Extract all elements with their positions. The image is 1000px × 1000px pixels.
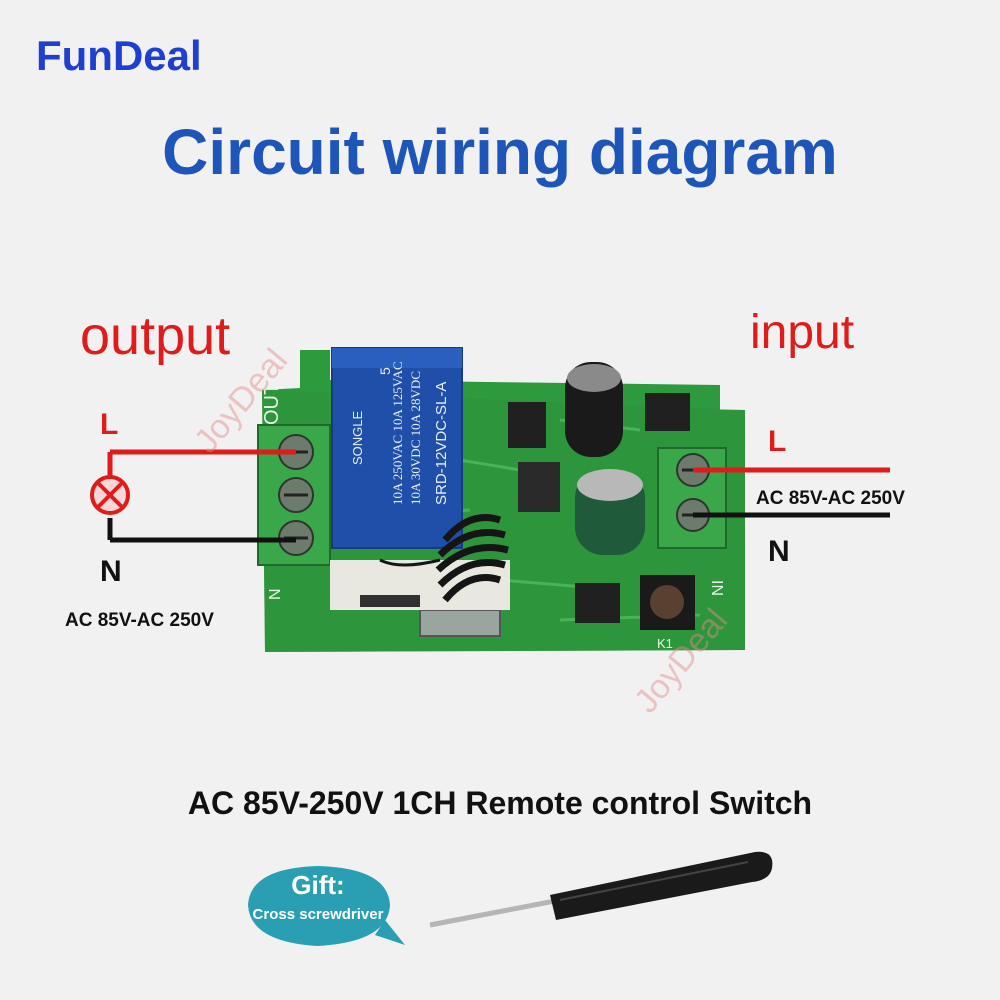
lamp-icon — [90, 475, 130, 515]
output-wires — [107, 449, 296, 543]
relay-model: SRD-12VDC-SL-A — [433, 382, 450, 505]
diagram-title: Circuit wiring diagram — [162, 116, 838, 188]
components — [330, 393, 690, 637]
relay-rating-1: 10A 250VAC 10A 125VAC — [390, 361, 405, 505]
silk-n: N — [267, 588, 284, 600]
silk-out: OUT — [261, 383, 283, 425]
tactile-button: K1 — [640, 575, 695, 651]
relay-rating-2: 10A 30VDC 10A 28VDC — [408, 371, 423, 505]
brand-logo: FunDeal — [36, 32, 202, 79]
gift-subtitle: Cross screwdriver — [252, 906, 384, 923]
input-terminal-block — [657, 447, 727, 549]
input-neutral-label: N — [768, 535, 790, 568]
input-voltage: AC 85V-AC 250V — [756, 488, 905, 509]
silk-in: IN — [708, 580, 725, 596]
output-voltage: AC 85V-AC 250V — [65, 610, 214, 631]
antenna-coil — [379, 514, 509, 603]
product-title: AC 85V-250V 1CH Remote control Switch — [187, 785, 813, 821]
relay-brand: SONGLE — [350, 410, 365, 465]
screwdriver-icon — [429, 851, 773, 928]
gift-title: Gift: — [291, 870, 345, 900]
output-live-label: L — [100, 408, 119, 441]
output-neutral-label: N — [100, 555, 122, 588]
gift-badge-shape — [248, 866, 405, 946]
button-label: K1 — [657, 636, 673, 651]
input-label: input — [750, 306, 855, 359]
input-live-label: L — [768, 425, 787, 458]
output-terminal-block — [257, 424, 331, 566]
relay-number: 5 — [377, 367, 393, 375]
output-label: output — [80, 306, 231, 366]
relay: SONGLE 10A 250VAC 10A 125VAC 10A 30VDC 1… — [331, 347, 463, 549]
input-wires — [693, 467, 890, 518]
capacitors — [565, 362, 645, 555]
